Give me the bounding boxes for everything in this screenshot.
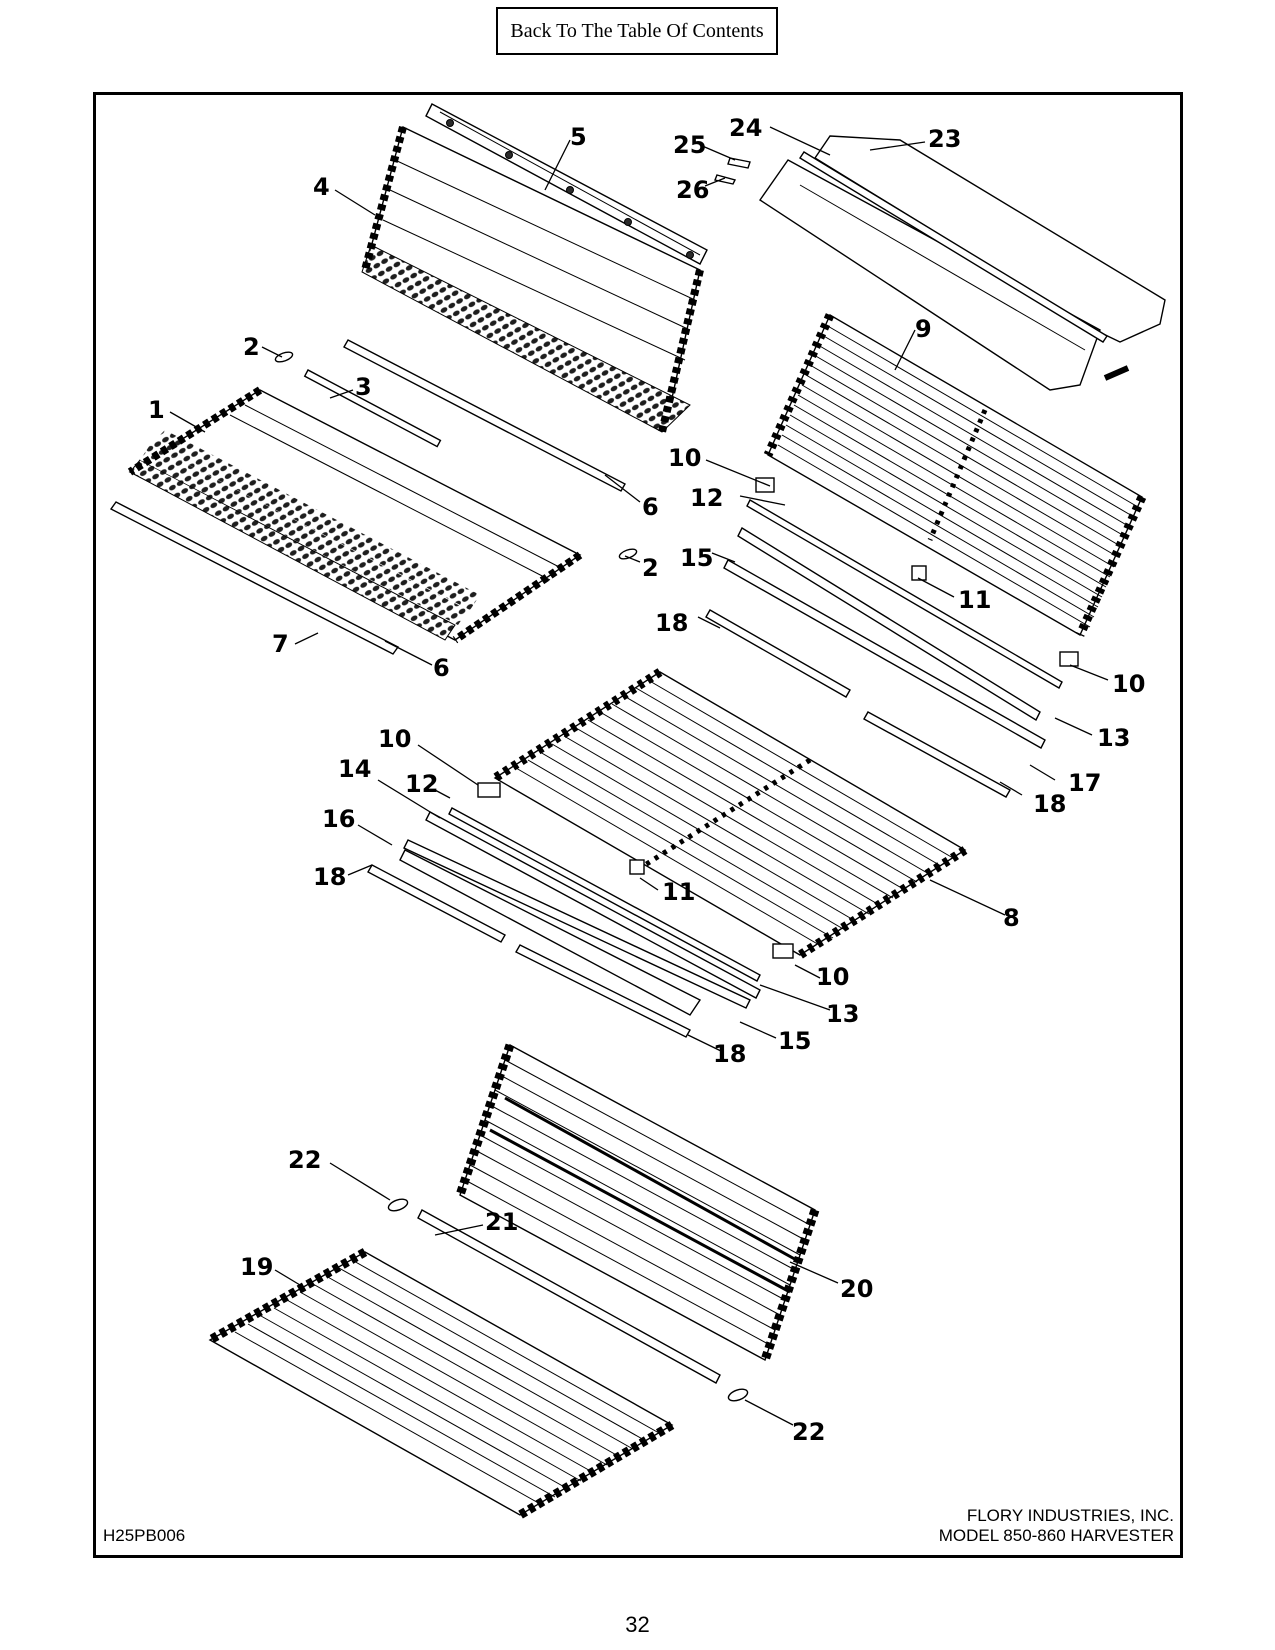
callout-5: 5 [570, 123, 587, 151]
rod-grate-8 [492, 668, 968, 959]
callout-labels: 1 2 2 3 4 5 6 6 7 8 9 10 10 10 10 11 11 … [148, 114, 1145, 1446]
chain-conveyor-19 [207, 1248, 675, 1519]
callout-10: 10 [378, 725, 411, 753]
callout-11: 11 [662, 878, 695, 906]
callout-12: 12 [690, 484, 723, 512]
callout-2: 2 [642, 554, 659, 582]
rod-grate-9 [763, 313, 1147, 637]
callout-4: 4 [313, 173, 330, 201]
company-name: FLORY INDUSTRIES, INC. [966, 1506, 1174, 1525]
callout-13: 13 [826, 1000, 859, 1028]
callout-23: 23 [928, 125, 961, 153]
shield-assembly [714, 135, 1166, 391]
callout-17: 17 [1068, 769, 1101, 797]
callout-13: 13 [1097, 724, 1130, 752]
callout-21: 21 [485, 1208, 518, 1236]
callout-15: 15 [778, 1027, 811, 1055]
callout-1: 1 [148, 396, 165, 424]
callout-18: 18 [655, 609, 688, 637]
shafts-upper-right [705, 477, 1079, 798]
callout-18: 18 [713, 1040, 746, 1068]
callout-10: 10 [1112, 670, 1145, 698]
drive-shaft-21 [387, 1198, 749, 1402]
callout-26: 26 [676, 176, 709, 204]
callout-8: 8 [1003, 904, 1020, 932]
callout-16: 16 [322, 805, 355, 833]
callout-7: 7 [272, 630, 289, 658]
callout-9: 9 [915, 315, 932, 343]
callout-20: 20 [840, 1275, 873, 1303]
callout-18: 18 [1033, 790, 1066, 818]
callout-2: 2 [243, 333, 260, 361]
callout-18: 18 [313, 863, 346, 891]
page-number: 32 [625, 1612, 650, 1637]
callout-19: 19 [240, 1253, 273, 1281]
callout-10: 10 [668, 444, 701, 472]
drive-shaft-3 [274, 339, 638, 560]
callout-3: 3 [355, 373, 372, 401]
callout-10: 10 [816, 963, 849, 991]
title-block: FLORY INDUSTRIES, INC. MODEL 850-860 HAR… [939, 1506, 1174, 1546]
callout-15: 15 [680, 544, 713, 572]
callout-12: 12 [405, 770, 438, 798]
callout-24: 24 [729, 114, 762, 142]
chain-conveyor-20 [455, 1043, 820, 1362]
callout-6: 6 [642, 493, 659, 521]
lower-chain-mesh-assembly [109, 386, 583, 655]
drawing-number: H25PB006 [103, 1526, 186, 1545]
leader-lines [169, 126, 1109, 1426]
callout-6: 6 [433, 654, 450, 682]
model-name: MODEL 850-860 HARVESTER [938, 1526, 1174, 1545]
callout-22: 22 [288, 1146, 321, 1174]
shafts-center-left [367, 782, 794, 1038]
callout-11: 11 [958, 586, 991, 614]
callout-14: 14 [338, 755, 371, 783]
upper-chain-mesh-assembly [361, 103, 708, 433]
back-to-toc-link[interactable]: Back To The Table Of Contents [496, 7, 778, 55]
diagram-frame [93, 92, 1183, 1558]
callout-25: 25 [673, 131, 706, 159]
callout-22: 22 [792, 1418, 825, 1446]
